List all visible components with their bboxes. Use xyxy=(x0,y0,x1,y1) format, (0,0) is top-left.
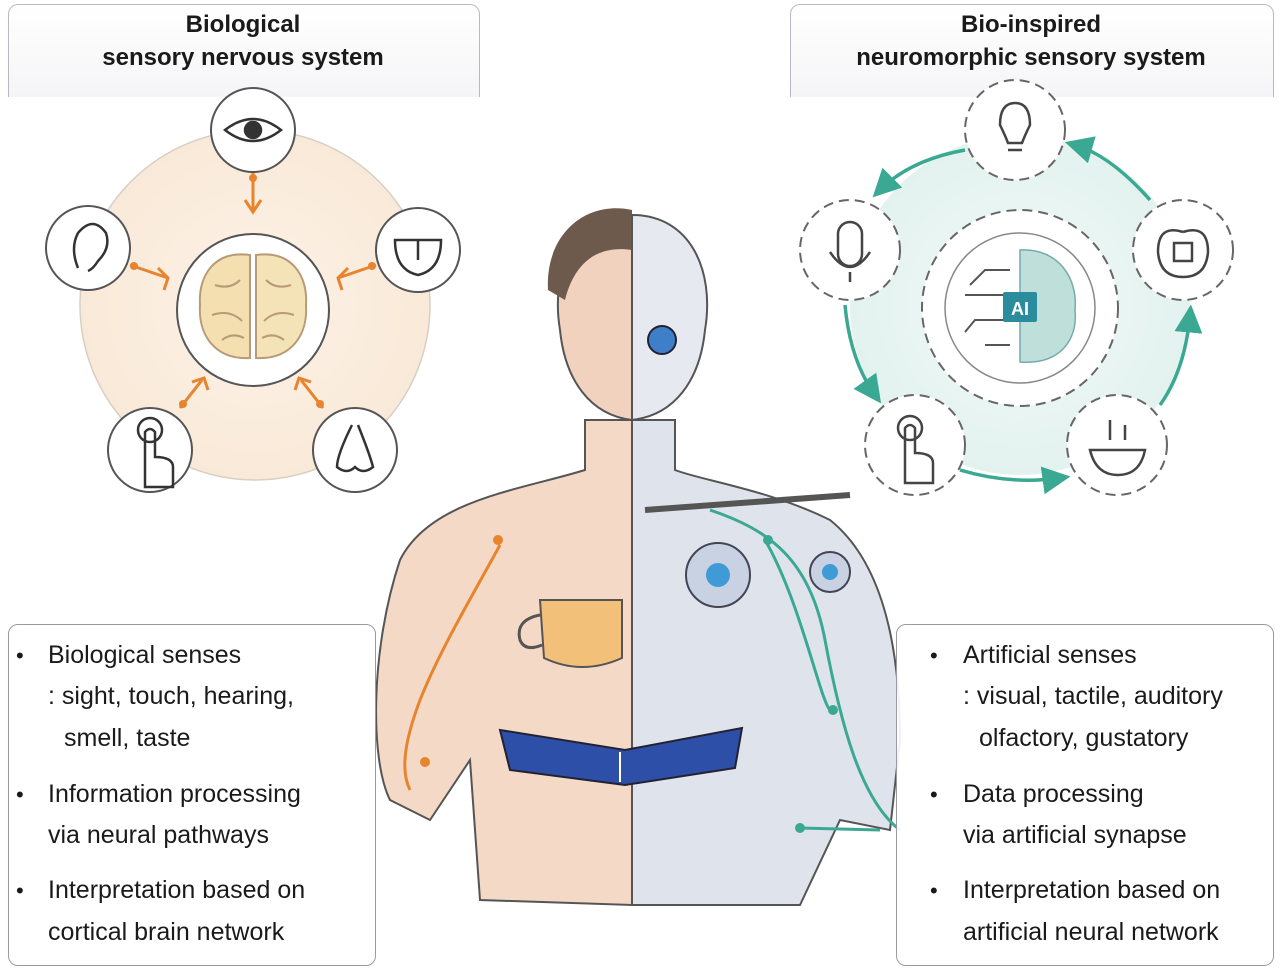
apple-chip-icon xyxy=(1132,199,1234,301)
right-bullet-1-line-1: Artificial senses xyxy=(963,641,1137,669)
biological-sensory-diagram xyxy=(45,87,461,493)
human-robot-figure xyxy=(375,208,902,907)
bullet: • xyxy=(16,878,24,903)
right-bullet-3-line-2: artificial neural network xyxy=(963,918,1219,946)
right-bullet-1-line-2: : visual, tactile, auditory xyxy=(963,682,1223,710)
bullet: • xyxy=(930,643,938,668)
right-bullet-1-line-3: olfactory, gustatory xyxy=(979,724,1189,752)
bullet: • xyxy=(930,782,938,807)
ai-label: AI xyxy=(1011,299,1029,319)
left-bullet-1-line-3: smell, taste xyxy=(64,724,191,752)
right-info-box xyxy=(896,624,1274,966)
left-title: Biological sensory nervous system xyxy=(8,8,478,74)
right-bullet-2-line-1: Data processing xyxy=(963,780,1144,808)
bowl-sensor-icon xyxy=(1066,394,1168,496)
bullet: • xyxy=(930,878,938,903)
right-title-line2: neuromorphic sensory system xyxy=(856,44,1206,71)
left-title-line2: sensory nervous system xyxy=(102,44,384,71)
left-bullet-2-line-2: via neural pathways xyxy=(48,821,269,849)
neuromorphic-sensory-diagram xyxy=(799,79,1234,496)
left-bullet-2-line-1: Information processing xyxy=(48,780,301,808)
left-bullet-1-line-1: Biological senses xyxy=(48,641,242,669)
microphone-icon xyxy=(799,199,901,301)
right-bullet-2-line-2: via artificial synapse xyxy=(963,821,1187,849)
left-bullet-3-line-1: Interpretation based on xyxy=(48,876,306,904)
lightbulb-icon xyxy=(964,79,1066,181)
left-info-box xyxy=(8,624,376,966)
left-bullet-3-line-2: cortical brain network xyxy=(48,918,285,946)
bullet: • xyxy=(16,782,24,807)
bullet: • xyxy=(16,643,24,668)
right-bullet-3-line-1: Interpretation based on xyxy=(963,876,1221,904)
touch-finger-icon xyxy=(107,407,193,493)
left-title-box xyxy=(8,4,480,97)
nose-icon xyxy=(312,407,398,493)
right-title-box xyxy=(790,4,1274,97)
brain-icon xyxy=(198,253,308,360)
left-bullet-1-line-2: : sight, touch, hearing, xyxy=(48,682,294,710)
right-title: Bio-inspired neuromorphic sensory system xyxy=(790,8,1272,74)
left-title-line1: Biological xyxy=(185,11,301,38)
ear-icon xyxy=(45,205,131,291)
right-title-line1: Bio-inspired xyxy=(960,11,1101,38)
